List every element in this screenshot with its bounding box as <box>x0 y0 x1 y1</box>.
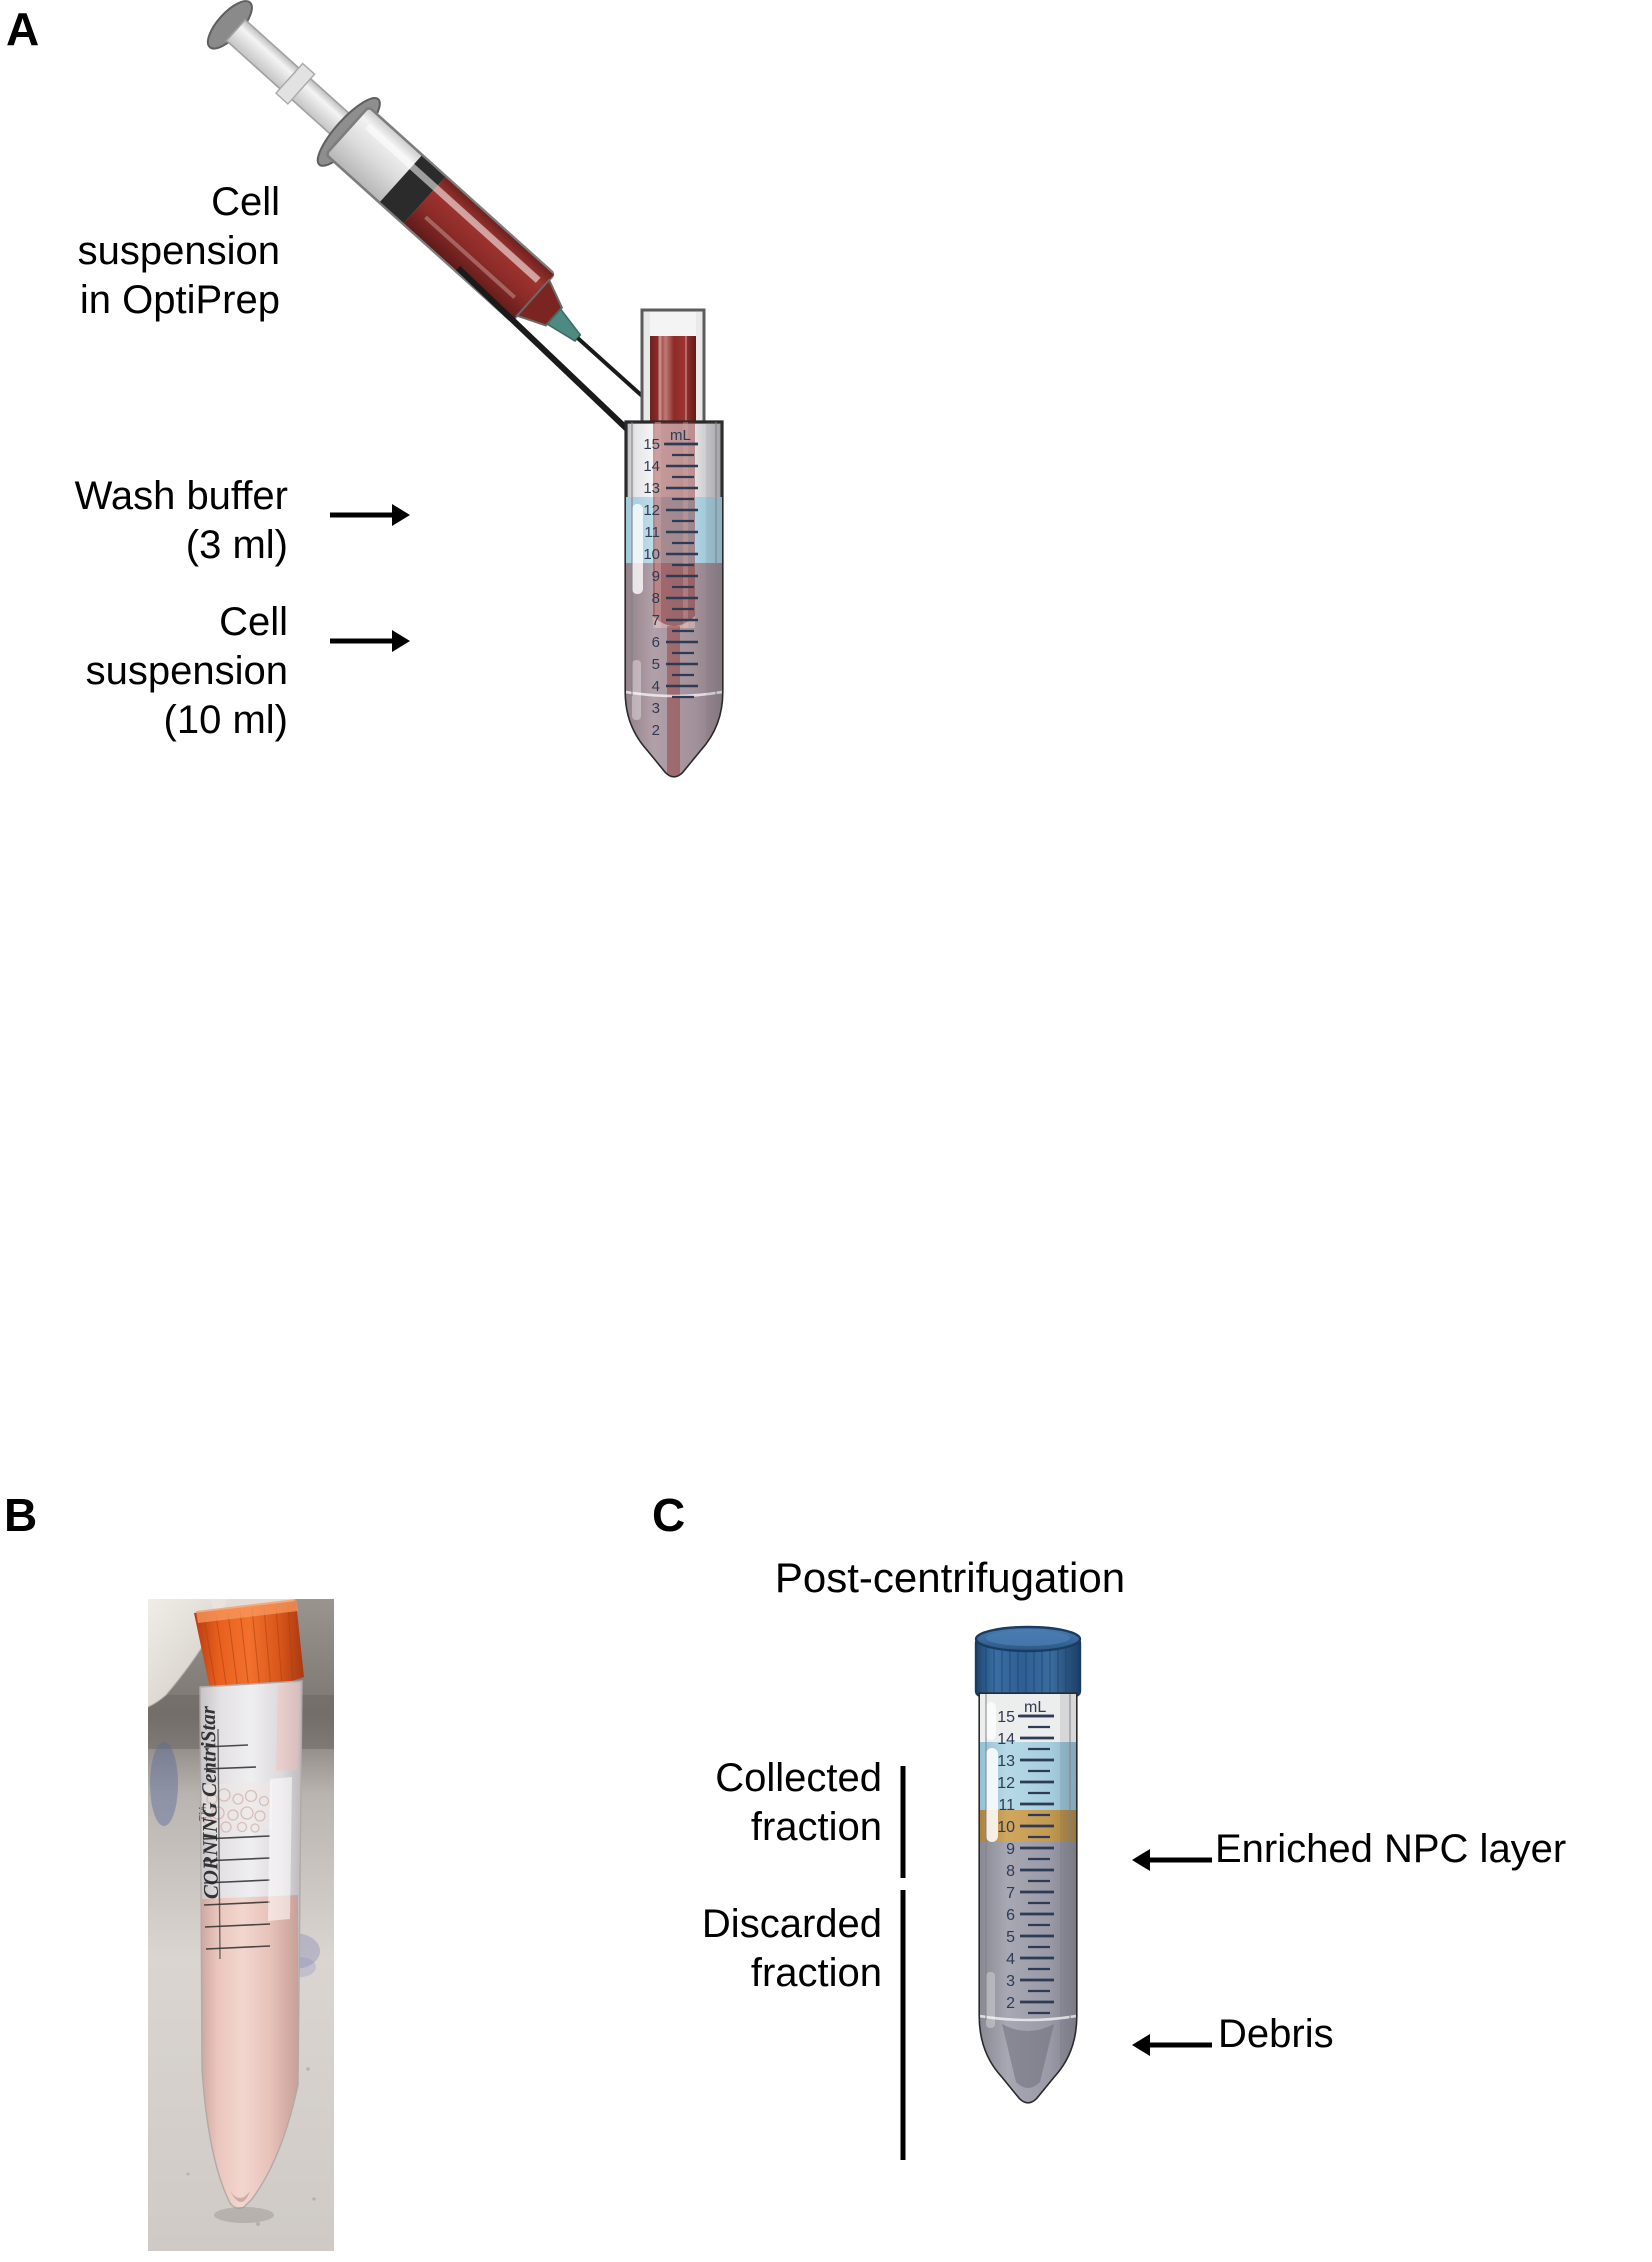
svg-text:TM: TM <box>198 1806 209 1821</box>
panel-a-insert-continuation <box>653 422 695 628</box>
svg-text:mL: mL <box>1024 1699 1046 1716</box>
panel-c-letter: C <box>652 1489 686 1541</box>
panel-b-tube-cap <box>194 1599 304 1692</box>
svg-text:15: 15 <box>997 1709 1015 1726</box>
panel-c-discarded-fraction-label: Discarded fraction <box>701 1902 882 1995</box>
syringe-needle-hub <box>545 307 582 342</box>
svg-text:3: 3 <box>652 700 660 717</box>
svg-text:13: 13 <box>997 1753 1015 1770</box>
panel-b-letter: B <box>4 1489 38 1541</box>
panel-a-scale-numbers: 15 14 13 12 11 10 9 8 7 6 5 4 3 2 <box>643 436 660 739</box>
panel-c-conical-tube: mL <box>974 1625 1082 2104</box>
panel-c-discarded-fraction-bracket <box>900 1890 906 2160</box>
svg-text:7: 7 <box>1006 1885 1015 1902</box>
panel-c-scale-numbers: 15 14 13 12 11 10 9 8 7 6 5 4 3 2 <box>997 1709 1015 2012</box>
svg-text:5: 5 <box>652 656 660 673</box>
syringe-illustration <box>206 0 654 407</box>
panel-b-cell-suspension <box>202 1895 298 2209</box>
svg-text:9: 9 <box>1006 1841 1015 1858</box>
panel-a-cell-suspension-arrow <box>330 630 410 652</box>
syringe-nose <box>515 278 564 327</box>
svg-text:12: 12 <box>643 502 660 519</box>
panel-c-debris-label: Debris <box>1218 2012 1334 2056</box>
svg-text:12: 12 <box>997 1775 1015 1792</box>
svg-text:10: 10 <box>643 546 660 563</box>
svg-text:6: 6 <box>652 634 660 651</box>
svg-text:14: 14 <box>643 458 660 475</box>
svg-text:6: 6 <box>1006 1907 1015 1924</box>
panel-c-scale-ticks <box>1020 1714 1054 2015</box>
panel-b-graduations <box>202 1744 271 1950</box>
svg-text:3: 3 <box>1006 1973 1015 1990</box>
panel-c-title: Post-centrifugation <box>774 1554 1126 1601</box>
svg-text:11: 11 <box>644 524 660 541</box>
panel-a-scale-ticks <box>666 442 698 699</box>
svg-text:5: 5 <box>1006 1929 1015 1946</box>
svg-text:7: 7 <box>652 612 660 629</box>
svg-text:15: 15 <box>643 436 660 453</box>
svg-text:4: 4 <box>1006 1951 1015 1968</box>
syringe-plunger-seal <box>380 155 446 224</box>
panel-c-tube-cap <box>974 1625 1082 1698</box>
svg-text:4: 4 <box>652 678 660 695</box>
panel-c-collected-fraction-label: Collected fraction <box>715 1756 882 1849</box>
svg-text:14: 14 <box>997 1731 1015 1748</box>
panel-c-enriched-npc-arrow <box>1132 1849 1212 1871</box>
panel-c-collected-fraction-bracket <box>900 1766 906 1878</box>
syringe-needle <box>576 336 654 407</box>
panel-b-photo: CORNING CentriStar TM <box>148 1599 334 2251</box>
svg-text:13: 13 <box>643 480 660 497</box>
svg-text:2: 2 <box>652 722 660 739</box>
panel-a-syringe-label: Cell suspension in OptiPrep <box>77 180 280 322</box>
svg-text:11: 11 <box>998 1797 1015 1814</box>
panel-b-conical-tube: CORNING CentriStar TM <box>196 1680 303 2210</box>
panel-c-enriched-npc-label: Enriched NPC layer <box>1215 1827 1567 1871</box>
panel-a-conical-tube: mL 1 <box>624 420 724 778</box>
panel-b-foam-bubbles <box>202 1781 272 1833</box>
svg-text:8: 8 <box>1006 1863 1015 1880</box>
svg-text:8: 8 <box>652 590 660 607</box>
panel-a-letter: A <box>6 3 40 55</box>
svg-text:9: 9 <box>652 568 660 585</box>
syringe-contents <box>403 177 554 321</box>
panel-a-wash-buffer-label: Wash buffer (3 ml) <box>74 474 288 567</box>
svg-text:mL: mL <box>670 427 691 444</box>
panel-a-cell-suspension-label: Cell suspension (10 ml) <box>85 600 288 742</box>
svg-text:10: 10 <box>997 1819 1015 1836</box>
panel-a-wash-buffer-arrow <box>330 504 410 526</box>
panel-c-debris-arrow <box>1132 2034 1212 2056</box>
svg-text:2: 2 <box>1006 1995 1015 2012</box>
